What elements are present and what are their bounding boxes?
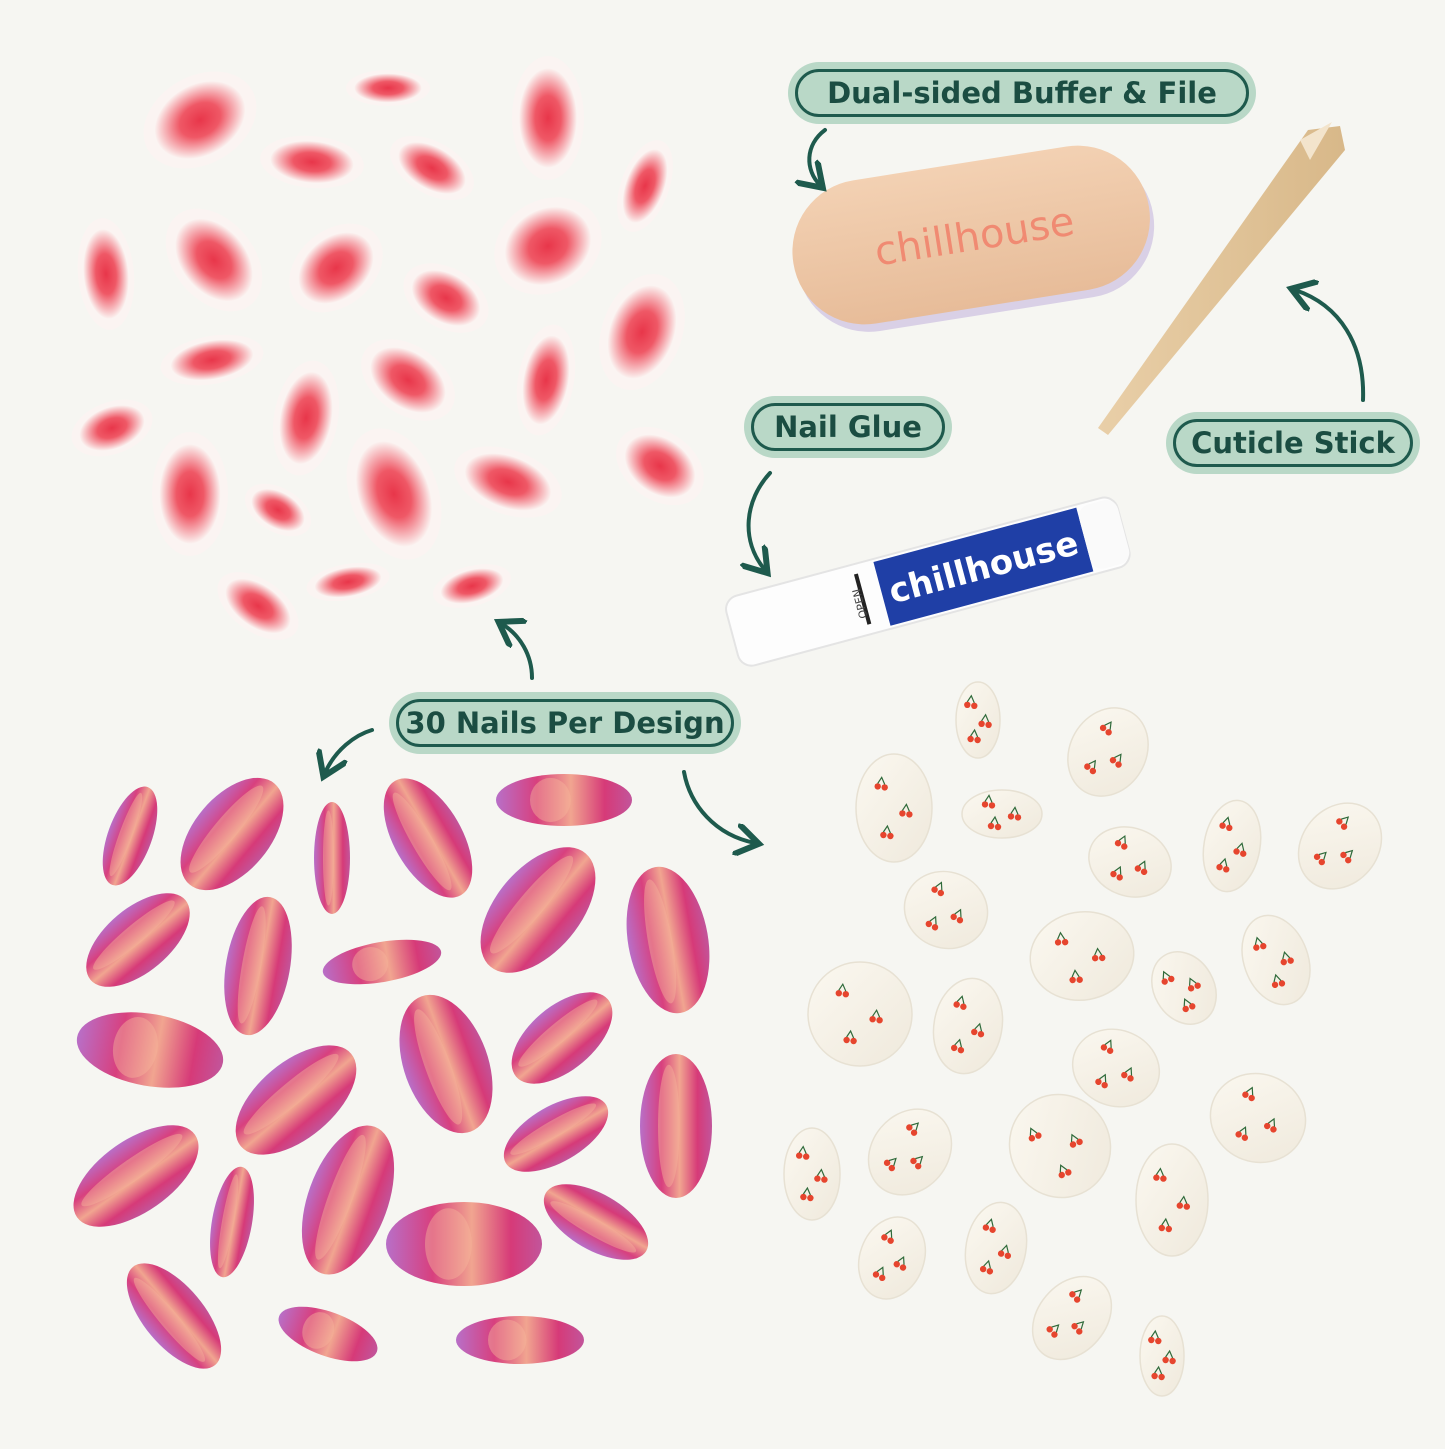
nail-glue: chillhouse OPEN xyxy=(725,496,1131,667)
pink-nail xyxy=(73,1125,199,1227)
red-nail xyxy=(77,218,135,330)
red-nail xyxy=(346,70,430,106)
pink-nail xyxy=(640,1054,712,1198)
cherry-nail xyxy=(903,870,989,950)
pink-nail xyxy=(126,1263,222,1369)
nails-count-label: 30 Nails Per Design xyxy=(389,692,741,754)
buffer-label: Dual-sided Buffer & File xyxy=(788,62,1256,124)
arrow-to-red-nails xyxy=(502,624,534,680)
red-nail xyxy=(244,483,312,537)
pink-nail xyxy=(626,866,710,1014)
stick-label-text: Cuticle Stick xyxy=(1173,419,1413,467)
cherry-nail xyxy=(932,977,1004,1075)
pink-nail xyxy=(180,777,284,891)
red-nail-set xyxy=(71,56,704,640)
glue-label: Nail Glue xyxy=(744,396,952,458)
pink-nail xyxy=(224,896,292,1036)
red-nail xyxy=(433,564,511,608)
cherry-nail-set xyxy=(783,681,1383,1397)
pink-nail xyxy=(86,893,190,987)
cherry-nail xyxy=(1297,802,1383,890)
red-nail xyxy=(217,572,299,640)
pink-nail xyxy=(383,778,473,898)
pink-nail xyxy=(235,1045,357,1155)
cherry-nail xyxy=(1135,1143,1209,1257)
red-nail xyxy=(165,208,263,312)
red-nail xyxy=(361,339,455,421)
cherry-nail xyxy=(1031,1275,1113,1361)
pink-nail xyxy=(543,1184,649,1260)
red-nail xyxy=(494,197,602,295)
red-nail xyxy=(160,334,264,386)
cherry-nail xyxy=(1139,1315,1185,1397)
arrow-to-pink-nails xyxy=(325,728,374,773)
pink-nail xyxy=(322,939,442,985)
red-nail xyxy=(260,135,364,189)
pink-nail xyxy=(278,1306,378,1362)
buffer-file: chillhouse xyxy=(792,145,1155,332)
red-nail xyxy=(599,273,685,391)
pink-nail xyxy=(399,994,493,1134)
cherry-nail xyxy=(964,1201,1028,1295)
arrow-to-glue xyxy=(749,471,772,570)
cherry-nail xyxy=(1241,914,1311,1006)
red-nail xyxy=(512,56,584,180)
red-nail xyxy=(272,360,340,476)
cherry-nail xyxy=(1071,1028,1161,1108)
red-nail xyxy=(390,135,474,201)
red-nail xyxy=(403,263,489,333)
pink-nail xyxy=(102,786,158,886)
red-nail xyxy=(143,71,257,169)
red-nail xyxy=(516,324,576,436)
red-nail xyxy=(454,446,562,518)
callout-arrows xyxy=(325,128,1366,843)
cherry-nail xyxy=(1008,1093,1112,1199)
pink-nail xyxy=(314,802,350,914)
red-nail xyxy=(346,428,442,560)
pink-nail xyxy=(76,1012,224,1088)
cherry-nail xyxy=(1209,1072,1307,1164)
red-nail xyxy=(289,223,383,313)
cherry-nail xyxy=(867,1108,953,1196)
cherry-nail xyxy=(855,753,933,863)
cherry-nail xyxy=(783,1127,841,1221)
pink-nail xyxy=(456,1316,584,1364)
pink-nail xyxy=(496,774,632,826)
arrow-to-cherry-nails xyxy=(682,770,755,843)
pink-nail xyxy=(480,847,596,973)
red-nail xyxy=(616,426,704,506)
cherry-nail xyxy=(1151,951,1217,1025)
glue-label-text: Nail Glue xyxy=(751,403,945,451)
cherry-nail xyxy=(1067,707,1149,797)
cherry-nail xyxy=(1088,826,1172,898)
cuticle-stick xyxy=(1098,122,1345,435)
cherry-nail xyxy=(857,1216,927,1300)
cherry-nail xyxy=(1029,910,1135,1002)
arrow-to-buffer xyxy=(809,128,827,185)
cherry-nail xyxy=(807,961,913,1067)
pink-nail xyxy=(511,992,613,1084)
cherry-nail xyxy=(1202,799,1262,893)
arrow-to-stick xyxy=(1295,290,1366,402)
pink-nail xyxy=(386,1202,542,1286)
nails-count-label-text: 30 Nails Per Design xyxy=(396,699,734,747)
pink-nail xyxy=(210,1166,254,1278)
red-nail xyxy=(617,140,673,232)
buffer-label-text: Dual-sided Buffer & File xyxy=(795,69,1249,117)
cherry-nail xyxy=(955,681,1001,759)
pink-nail-set xyxy=(73,774,712,1369)
stick-label: Cuticle Stick xyxy=(1166,412,1420,474)
cherry-nail xyxy=(961,789,1043,839)
pink-nail xyxy=(503,1096,609,1172)
red-nail xyxy=(152,432,228,556)
pink-nail xyxy=(301,1125,395,1275)
red-nail xyxy=(71,399,153,457)
red-nail xyxy=(306,562,390,602)
